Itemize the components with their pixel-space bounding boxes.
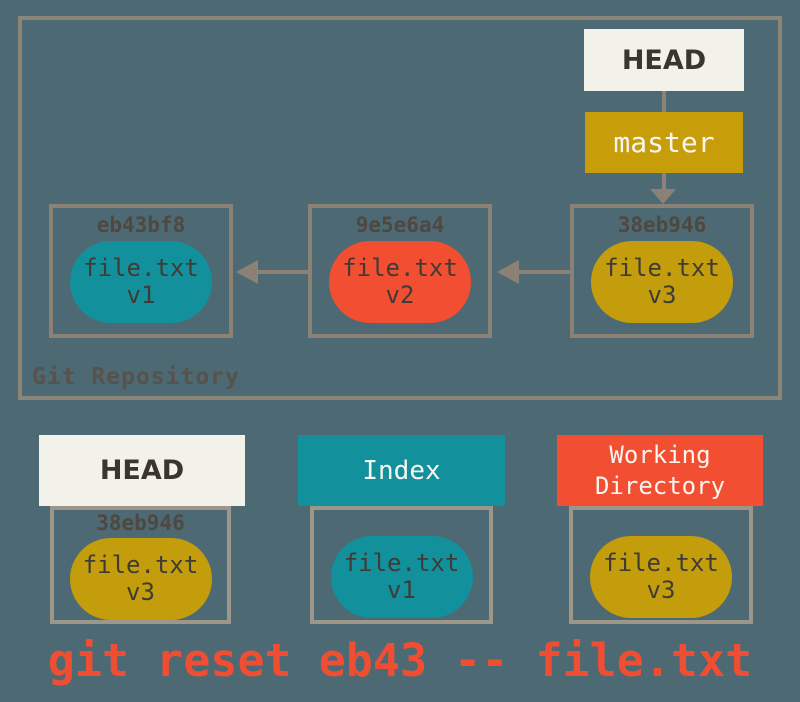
- working-directory-area-box: file.txt v3: [569, 506, 753, 624]
- file-version: v3: [647, 281, 677, 309]
- working-directory-area-header: Working Directory: [557, 435, 763, 506]
- file-blob: file.txt v2: [329, 241, 471, 323]
- working-directory-area-title: Working Directory: [594, 440, 726, 500]
- commit3-to-commit2-line: [519, 270, 570, 274]
- file-blob: file.txt v1: [70, 241, 212, 323]
- file-blob: file.txt v3: [591, 241, 733, 323]
- file-name: file.txt: [603, 549, 719, 577]
- arrow-left-icon: [497, 260, 519, 284]
- commit-hash: eb43bf8: [96, 213, 186, 237]
- master-to-commit-line: [662, 173, 666, 191]
- commit-hash: 9e5e6a4: [355, 213, 445, 237]
- commit-box-9e5e6a4: 9e5e6a4 file.txt v2: [308, 204, 492, 338]
- file-version: v3: [126, 578, 155, 606]
- commit-hash: 38eb946: [96, 511, 185, 535]
- head-area-title: HEAD: [99, 455, 185, 486]
- commit-box-eb43bf8: eb43bf8 file.txt v1: [49, 204, 233, 338]
- git-command-text: git reset eb43 -- file.txt: [47, 634, 753, 687]
- file-name: file.txt: [604, 254, 720, 282]
- index-area-title: Index: [362, 455, 441, 486]
- file-version: v2: [385, 281, 415, 309]
- master-branch-box: master: [585, 112, 743, 173]
- head-pointer-box: HEAD: [584, 29, 744, 91]
- head-area-box: 38eb946 file.txt v3: [50, 506, 231, 624]
- commit-hash: 38eb946: [617, 213, 707, 237]
- git-repository-label: Git Repository: [32, 364, 240, 390]
- file-blob: file.txt v3: [590, 536, 732, 618]
- file-name: file.txt: [342, 254, 458, 282]
- head-area-header: HEAD: [39, 435, 245, 506]
- head-to-master-line: [662, 91, 666, 112]
- head-pointer-label: HEAD: [621, 44, 707, 76]
- file-version: v3: [646, 576, 676, 604]
- commit-box-38eb946: 38eb946 file.txt v3: [570, 204, 754, 338]
- master-branch-label: master: [613, 126, 715, 159]
- file-version: v1: [387, 576, 416, 604]
- index-area-box: file.txt v1: [310, 506, 493, 624]
- arrow-down-icon: [650, 189, 676, 204]
- arrow-left-icon: [236, 260, 258, 284]
- git-repository-box: [18, 16, 782, 400]
- file-name: file.txt: [83, 254, 199, 282]
- file-name: file.txt: [343, 549, 460, 577]
- file-blob: file.txt v3: [69, 538, 212, 620]
- file-version: v1: [126, 281, 156, 309]
- index-area-header: Index: [298, 435, 505, 506]
- commit2-to-commit1-line: [258, 270, 308, 274]
- file-name: file.txt: [82, 551, 199, 579]
- file-blob: file.txt v1: [330, 536, 473, 618]
